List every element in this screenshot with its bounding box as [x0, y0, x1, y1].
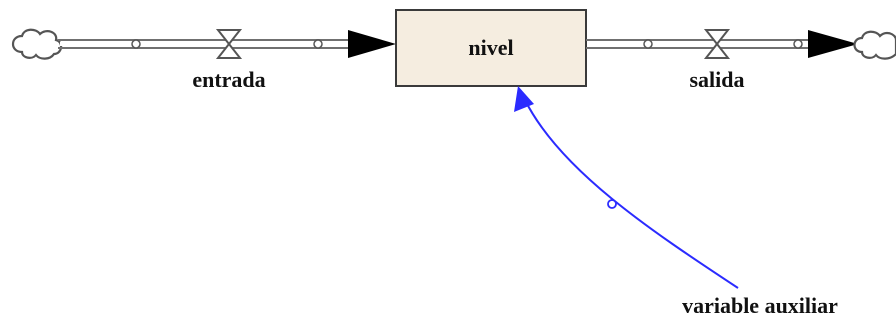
inflow-arrowhead-icon [348, 30, 396, 58]
inflow-label[interactable]: entrada [192, 67, 265, 92]
stock-node[interactable]: nivel [395, 9, 587, 87]
inflow-connector-dot-icon [131, 39, 141, 49]
auxiliary-variable-label[interactable]: variable auxiliar [682, 293, 838, 318]
outflow-arrowhead-icon [808, 30, 858, 58]
inflow-connector-dot-icon [313, 39, 323, 49]
outflow-connector-dot-icon [643, 39, 653, 49]
outflow-valve-icon[interactable] [703, 29, 731, 59]
stock-label: nivel [468, 35, 513, 60]
sink-cloud-icon [853, 30, 896, 60]
inflow-pipe [58, 39, 350, 49]
outflow-label[interactable]: salida [689, 67, 744, 92]
auxiliary-link[interactable] [514, 86, 739, 289]
source-cloud-icon [11, 28, 63, 60]
inflow-valve-icon[interactable] [215, 29, 243, 59]
outflow-pipe [586, 39, 812, 49]
outflow-connector-dot-icon [793, 39, 803, 49]
link-midpoint-handle-icon[interactable] [607, 199, 617, 209]
